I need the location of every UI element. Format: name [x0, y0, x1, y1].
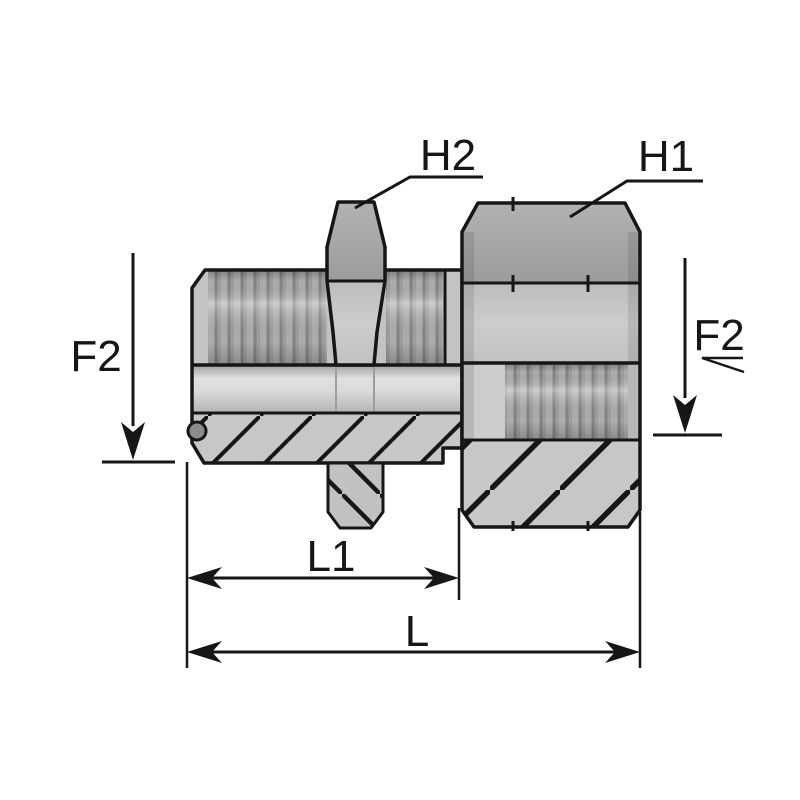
dimension-label-l1: L1 [307, 532, 356, 581]
callout-h1 [569, 179, 703, 219]
h1-leader-line [569, 179, 703, 219]
male-threaded-body [186, 268, 464, 465]
f2-left-dimension [102, 253, 175, 464]
callout-h2 [354, 175, 483, 210]
dimension-label-f2-right: F2 [693, 311, 744, 360]
dimension-label-f2-left: F2 [70, 332, 121, 381]
h2-leader-line [354, 175, 483, 210]
l1-arrowhead-right [424, 567, 459, 589]
oring-dot [186, 420, 208, 442]
f2-right-arrowhead [673, 395, 697, 433]
l-dimension [187, 512, 642, 668]
l-arrowhead-left [187, 641, 222, 663]
body-section-hatch [192, 413, 462, 463]
hex-section-hatch [462, 440, 640, 527]
bore-band [192, 365, 462, 413]
f2-right-dimension [653, 258, 745, 437]
dimension-label-l: L [405, 607, 429, 656]
locknut-hex-section [326, 461, 385, 530]
f2-left-arrowhead [121, 422, 145, 460]
dimension-label-h1: H1 [638, 132, 694, 181]
l1-dimension [185, 462, 461, 668]
dimension-label-h2: H2 [420, 131, 476, 180]
l-arrowhead-right [605, 641, 640, 663]
locknut-hex [325, 200, 387, 367]
body-hex [460, 197, 642, 531]
hex-top-facet [462, 203, 640, 283]
f2-right-pointer [701, 356, 745, 374]
hex-front-facet [462, 283, 640, 363]
l1-arrowhead-left [187, 567, 222, 589]
